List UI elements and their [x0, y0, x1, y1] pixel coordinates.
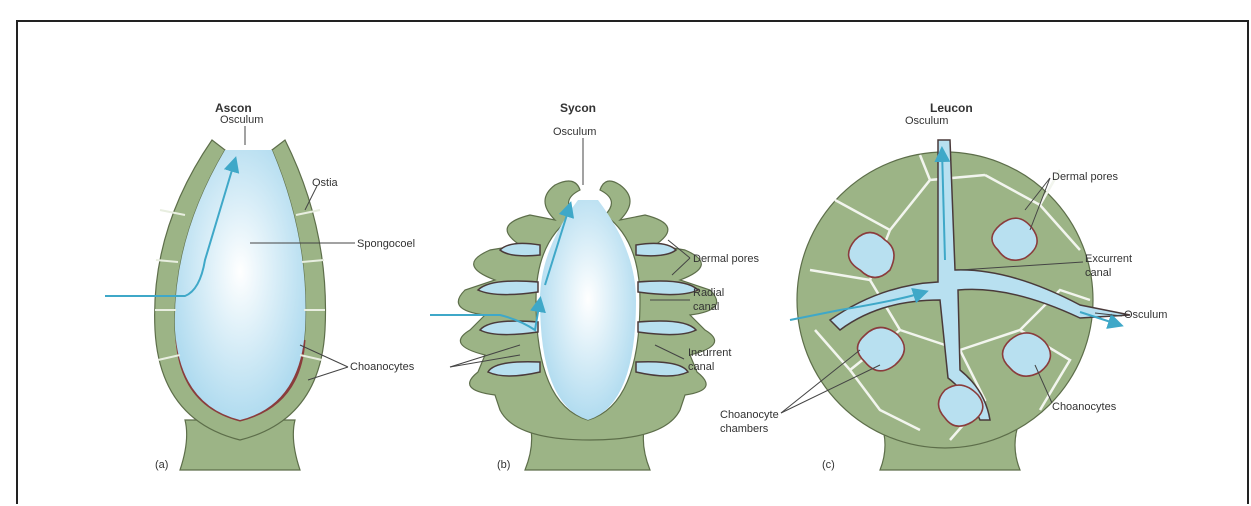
panel-title-ascon: Ascon — [215, 101, 252, 115]
label-sycon-dermal-pores: Dermal pores — [693, 253, 760, 265]
label-incurrent-canal-line2: canal — [688, 361, 714, 373]
label-choanocytes-c: Choanocytes — [1052, 401, 1117, 413]
label-sycon-osculum: Osculum — [553, 126, 596, 138]
label-ascon-osculum: Osculum — [220, 114, 263, 126]
leucon-panel — [781, 140, 1130, 470]
panel-letter-b: (b) — [497, 459, 510, 471]
panel-letter-c: (c) — [822, 459, 835, 471]
label-spongocoel: Spongocoel — [357, 238, 415, 250]
panel-title-leucon: Leucon — [930, 101, 973, 115]
label-choanocyte-chambers-line1: Choanocyte — [720, 409, 779, 421]
label-choanocyte-chambers-line2: chambers — [720, 423, 769, 435]
label-ostia: Ostia — [312, 177, 339, 189]
label-incurrent-canal-line1: Incurrent — [688, 347, 731, 359]
label-radial-canal-line1: Radial — [693, 287, 724, 299]
panel-title-sycon: Sycon — [560, 101, 596, 115]
panel-letter-a: (a) — [155, 459, 168, 471]
label-choanocytes-a: Choanocytes — [350, 361, 415, 373]
sycon-panel — [430, 138, 717, 470]
label-leucon-osculum-right: Osculum — [1124, 309, 1167, 321]
label-radial-canal-line2: canal — [693, 301, 719, 313]
label-leucon-dermal-pores: Dermal pores — [1052, 171, 1119, 183]
label-leucon-osculum-top: Osculum — [905, 115, 948, 127]
label-excurrent-canal-line1: Excurrent — [1085, 253, 1132, 265]
label-excurrent-canal-line2: canal — [1085, 267, 1111, 279]
